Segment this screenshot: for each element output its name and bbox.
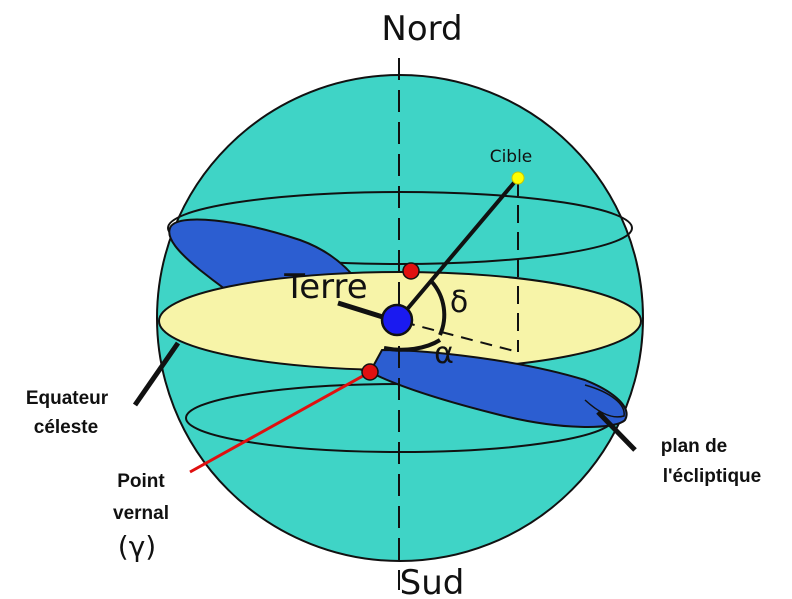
equator-leader-line [132, 341, 181, 407]
south-label: Sud [400, 563, 465, 599]
north-label: Nord [381, 9, 462, 49]
vernal-symbol-label: (γ) [118, 530, 156, 563]
ecliptic-plane-front [368, 348, 628, 428]
equator-node-point [402, 262, 420, 280]
ecliptic-edge-detail [584, 384, 625, 418]
ecliptic-label-line1: plan de [661, 436, 728, 457]
target-point-icon [511, 171, 525, 185]
equator-label-line2: céleste [34, 417, 98, 438]
vernal-label-line1: Point [117, 471, 165, 492]
vernal-label-line2: vernal [113, 503, 169, 524]
declination-label: δ [450, 285, 468, 320]
ecliptic-leader-line [596, 410, 637, 452]
declination-arc [430, 280, 447, 336]
right-ascension-label: α [434, 336, 454, 371]
right-ascension-arc [383, 338, 442, 352]
vernal-point-icon [361, 363, 379, 381]
earth-pointer-line [337, 300, 387, 321]
ecliptic-label-line2: l'écliptique [663, 466, 761, 487]
earth-label: Terre [283, 267, 367, 307]
earth-icon [380, 303, 414, 337]
equator-label-line1: Equateur [26, 388, 109, 409]
target-label: Cible [490, 147, 533, 167]
target-direction-line [396, 176, 520, 322]
vernal-point-line [189, 370, 371, 474]
